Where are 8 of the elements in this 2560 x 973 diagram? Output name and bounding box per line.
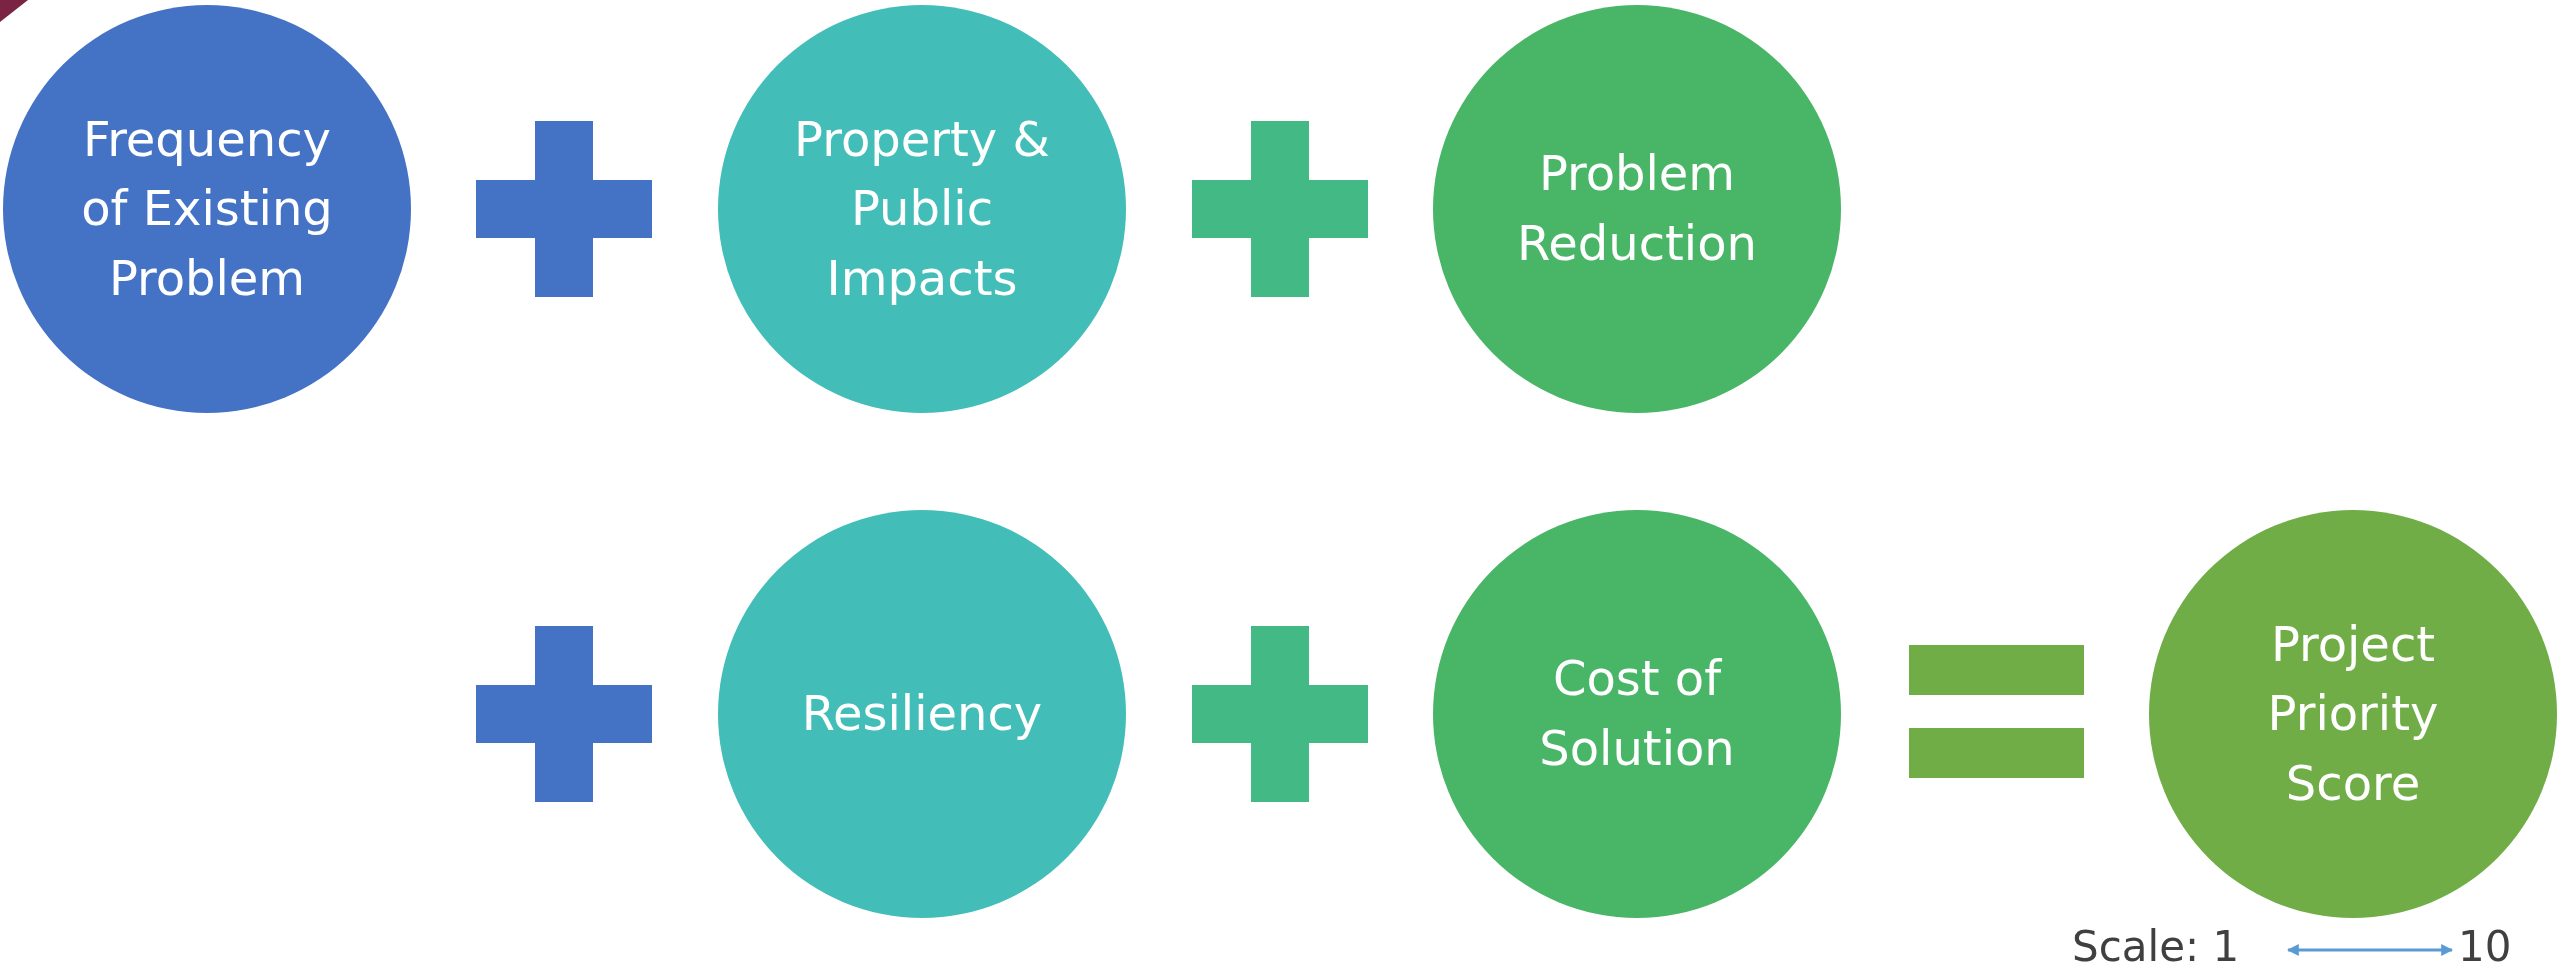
node-label: Resiliency — [800, 684, 1044, 744]
node-label: Problem Reduction — [1516, 144, 1758, 273]
scale-value: 10 — [2458, 922, 2512, 971]
node-label: Project Priority Score — [2266, 614, 2440, 813]
node-label: Cost of Solution — [1538, 649, 1736, 778]
scale-label: Scale: 1 — [2072, 922, 2240, 971]
node-label: Frequency of Existing Problem — [80, 109, 334, 308]
node-label: Property & Public Impacts — [793, 109, 1051, 308]
